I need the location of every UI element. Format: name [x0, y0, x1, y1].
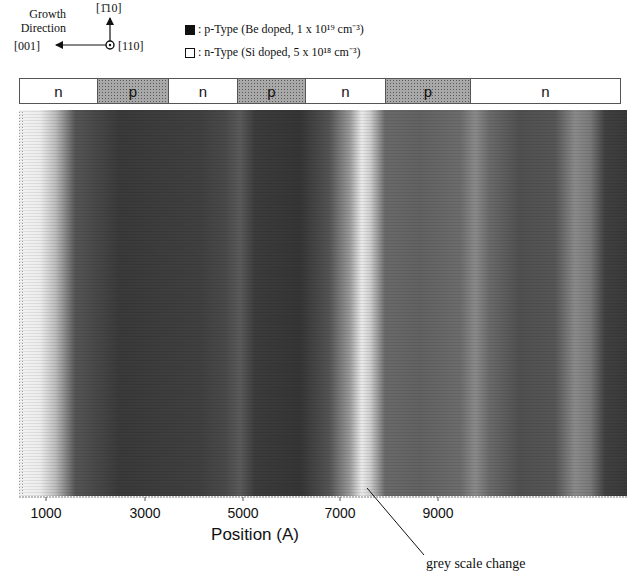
axis-ticks — [46, 497, 438, 501]
layer-letter: n — [541, 83, 549, 100]
p-layer-band: p — [237, 78, 306, 104]
direction-dot — [109, 44, 111, 46]
n-layer-band: n — [470, 78, 621, 104]
legend-swatch — [185, 48, 195, 58]
tick-label: 1000 — [30, 505, 61, 521]
axis-line — [19, 497, 627, 498]
layer-letter: n — [341, 83, 349, 100]
direction-label: Growth Direction — [6, 8, 66, 36]
n-layer-band: n — [168, 78, 238, 104]
layer-letter: p — [129, 83, 137, 100]
tick-label: 9000 — [422, 505, 453, 521]
legend-swatch — [185, 25, 195, 35]
layer-letter: p — [424, 83, 432, 100]
n-layer-band: n — [19, 78, 98, 104]
direction-arrow — [56, 44, 106, 45]
legend-text: : p-Type (Be doped, 1 x 10¹⁹ cm⁻³) — [198, 23, 364, 37]
crystal-axis: [1̄10] — [96, 2, 122, 16]
crystal-axis: [001] — [14, 40, 40, 54]
image-edge — [19, 110, 23, 496]
p-layer-band: p — [97, 78, 169, 104]
crystal-axis: [110] — [118, 40, 144, 54]
layer-letter: p — [267, 83, 275, 100]
scan-lines — [19, 110, 627, 496]
tick-label: 3000 — [129, 505, 160, 521]
grey-image — [19, 110, 627, 496]
leader-line — [367, 488, 424, 555]
direction-arrow — [109, 18, 110, 41]
direction-dot — [106, 41, 114, 49]
n-layer-band: n — [305, 78, 386, 104]
layer-letter: n — [199, 83, 207, 100]
axis-title: Position (A) — [211, 525, 299, 545]
p-layer-band: p — [385, 78, 471, 104]
tick-label: 5000 — [227, 505, 258, 521]
tick-label: 7000 — [324, 505, 355, 521]
layer-letter: n — [54, 83, 62, 100]
callout-label: grey scale change — [426, 556, 526, 572]
legend-text: : n-Type (Si doped, 5 x 10¹⁸ cm⁻³) — [198, 46, 361, 60]
